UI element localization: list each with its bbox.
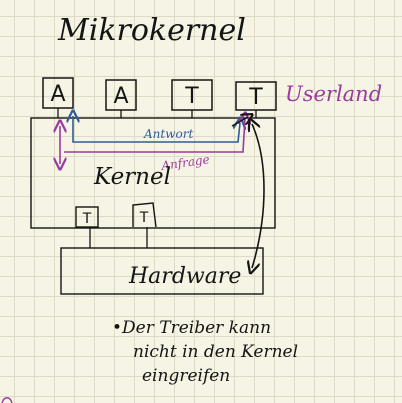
userland-label: Userland [285, 82, 382, 106]
process-a-2: A [105, 79, 137, 111]
process-t-1: T [171, 79, 213, 111]
driver-2-label: T [139, 210, 149, 226]
kernel-label: Kernel [93, 164, 171, 190]
server-hardware-arrow [252, 124, 265, 268]
antwort-arrow [73, 116, 240, 143]
hardware-label: Hardware [128, 264, 241, 289]
process-a-1: A [42, 77, 74, 109]
driver-2: T [132, 202, 157, 248]
hardware-box [60, 247, 264, 295]
title: Mikrokernel [57, 13, 246, 48]
server-hook-arrow [231, 117, 248, 127]
process-a-2-label: A [113, 84, 128, 109]
process-t-1-label: T [184, 84, 199, 109]
note-line-2: nicht in den Kernel [133, 342, 298, 362]
process-t-2: T [235, 81, 277, 111]
process-t-2-label: T [248, 85, 263, 110]
driver-1-label: T [82, 211, 92, 227]
process-a-1-label: A [50, 82, 65, 107]
driver-1: T [75, 206, 99, 248]
process-stems [57, 108, 257, 118]
anfrage-label: Anfrage [159, 152, 210, 173]
anfrage-arrow [64, 118, 245, 153]
note-line-1: •Der Treiber kann [112, 318, 271, 338]
note-line-3: eingreifen [142, 366, 230, 386]
antwort-label: Antwort [143, 127, 193, 141]
pen-stroke-mark [1, 397, 13, 403]
